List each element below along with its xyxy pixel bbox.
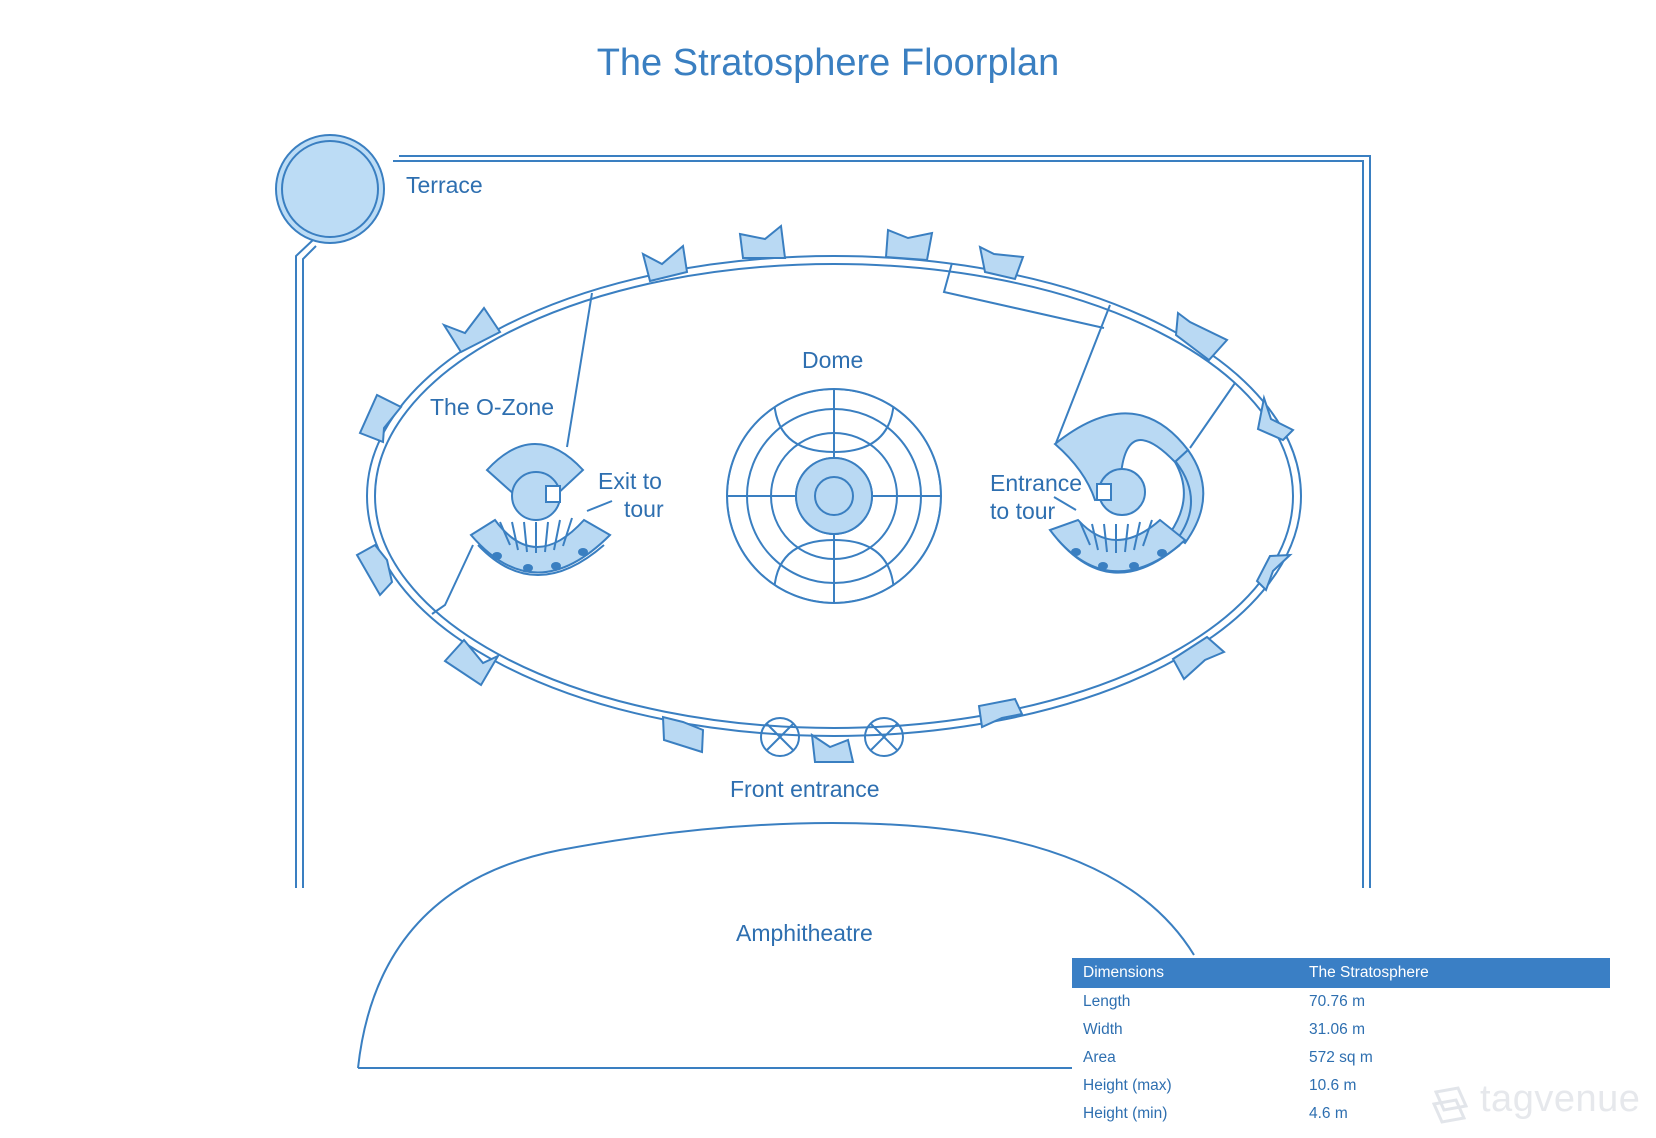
table-row: Area 572 sq m <box>1072 1044 1610 1072</box>
row-label: Height (max) <box>1072 1072 1298 1100</box>
row-label: Area <box>1072 1044 1298 1072</box>
exit-to-tour-line2: tour <box>624 496 664 522</box>
row-value: 10.6 m <box>1298 1072 1610 1100</box>
row-label: Width <box>1072 1016 1298 1044</box>
left-seats <box>492 548 588 572</box>
table-row: Width 31.06 m <box>1072 1016 1610 1044</box>
o-zone-label: The O-Zone <box>430 394 554 420</box>
exit-pointer <box>586 500 613 512</box>
front-entrance-label: Front entrance <box>730 776 880 802</box>
row-value: 4.6 m <box>1298 1100 1610 1128</box>
terrace-circle <box>275 134 385 244</box>
amphitheatre-outline <box>357 822 1195 1069</box>
exit-to-tour-line1: Exit to <box>598 468 662 494</box>
row-label: Length <box>1072 988 1298 1016</box>
revolving-doors <box>760 717 904 757</box>
right-seats <box>1071 548 1167 570</box>
dimensions-header: Dimensions <box>1072 958 1298 988</box>
left-tour-pod <box>469 443 612 576</box>
window-notches <box>355 224 1295 763</box>
dimensions-header-row: Dimensions The Stratosphere <box>1072 958 1610 988</box>
partition-right <box>942 262 1236 449</box>
entrance-to-tour-line2: to tour <box>990 498 1056 524</box>
dimensions-table: Dimensions The Stratosphere Length 70.76… <box>1072 958 1610 1128</box>
row-value: 70.76 m <box>1298 988 1610 1016</box>
table-row: Length 70.76 m <box>1072 988 1610 1016</box>
tagvenue-logo-icon <box>1431 1086 1469 1124</box>
entrance-pointer <box>1053 496 1077 511</box>
table-row: Height (max) 10.6 m <box>1072 1072 1610 1100</box>
dome-label: Dome <box>802 347 864 373</box>
venue-header: The Stratosphere <box>1298 958 1610 988</box>
terrace-label: Terrace <box>406 172 483 198</box>
watermark: tagvenue <box>1480 1078 1641 1120</box>
partition-left <box>431 292 593 615</box>
main-oval <box>366 255 1302 737</box>
row-label: Height (min) <box>1072 1100 1298 1128</box>
entrance-to-tour-line1: Entrance <box>990 470 1083 496</box>
building-outline <box>295 155 1371 888</box>
row-value: 31.06 m <box>1298 1016 1610 1044</box>
right-tour-pod <box>1048 412 1205 574</box>
amphitheatre-label: Amphitheatre <box>736 920 873 946</box>
table-row: Height (min) 4.6 m <box>1072 1100 1610 1128</box>
page-title: The Stratosphere Floorplan <box>596 42 1060 84</box>
row-value: 572 sq m <box>1298 1044 1610 1072</box>
